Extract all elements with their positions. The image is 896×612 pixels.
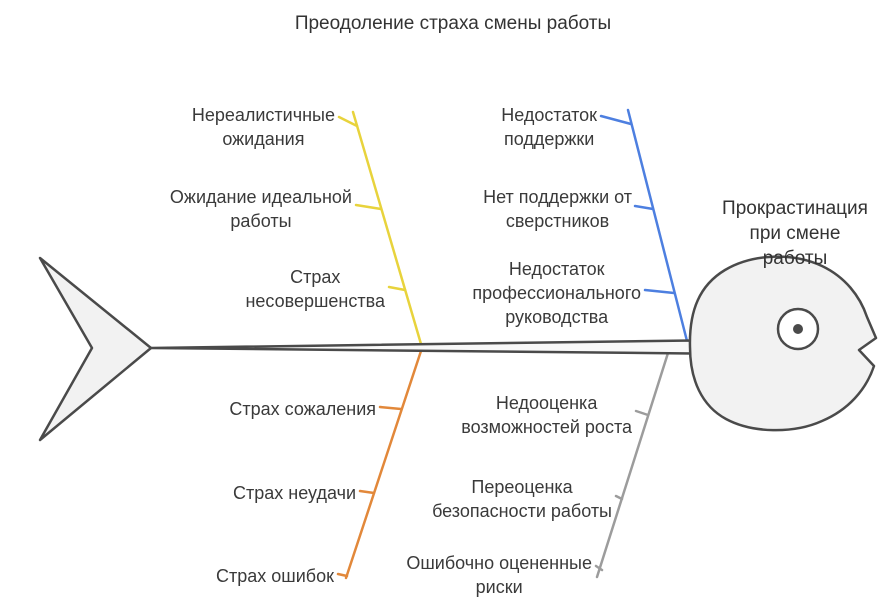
tick-top-left-3 — [387, 285, 407, 292]
tick-bottom-right-2 — [614, 494, 624, 501]
cause-label: Нет поддержки от сверстников — [483, 187, 632, 231]
bone-top-left — [351, 110, 423, 346]
bone-bottom-left — [344, 349, 423, 580]
cause-label: Переоценка безопасности работы — [432, 477, 612, 521]
cause-label: Недостаток поддержки — [501, 105, 597, 149]
cause-label: Страх неудачи — [233, 483, 356, 503]
cause-label: Нереалистичные ожидания — [191, 105, 335, 149]
cause-label: Ожидание идеальной работы — [169, 187, 352, 231]
fish-eye-pupil — [793, 324, 803, 334]
tick-bottom-left-2 — [358, 489, 376, 495]
tick-bottom-left-1 — [378, 405, 403, 411]
tick-top-left-1 — [337, 115, 359, 128]
bone-top-right — [626, 108, 689, 343]
cause-label: Недостаток профессионального руководства — [472, 259, 641, 327]
tick-top-left-2 — [354, 203, 383, 211]
fish-tail — [38, 256, 153, 442]
tick-top-right-1 — [599, 114, 633, 126]
tick-bottom-right-3 — [594, 564, 604, 572]
tick-bottom-left-3 — [336, 572, 349, 578]
tick-top-right-3 — [643, 288, 676, 295]
diagram-title: Преодоление страха смены работы — [294, 13, 612, 34]
cause-label: Ошибочно оцененные риски — [406, 553, 592, 597]
cause-label: Страх ошибок — [216, 566, 334, 586]
tick-top-right-2 — [633, 204, 655, 211]
cause-label: Недооценка возможностей роста — [461, 393, 632, 437]
cause-label: Страх сожаления — [229, 399, 376, 419]
cause-label: Страх несовершенства — [245, 267, 385, 311]
bone-bottom-right — [595, 351, 670, 579]
tick-bottom-right-1 — [634, 409, 650, 417]
effect-label: Прокрастинация при смене работы — [722, 198, 868, 269]
